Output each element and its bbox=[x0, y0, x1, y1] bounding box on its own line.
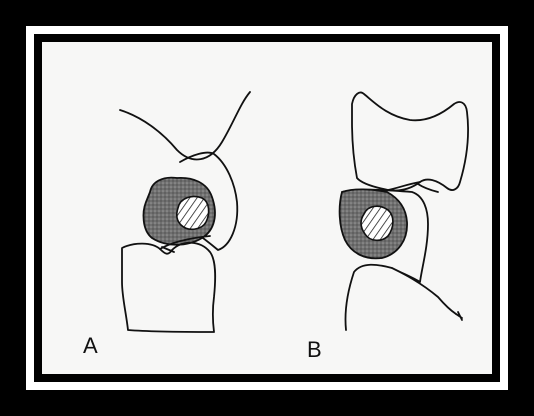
panel-a-drawing bbox=[120, 92, 250, 332]
panel-a-lower-tooth bbox=[122, 243, 215, 332]
panel-b-label: B bbox=[307, 339, 322, 361]
figure-canvas: A B bbox=[42, 42, 492, 374]
panel-a-hatched-core bbox=[177, 196, 209, 229]
panel-b-root bbox=[392, 268, 456, 314]
panel-b-drawing bbox=[340, 92, 468, 330]
panel-a-upper-tooth bbox=[120, 92, 250, 159]
diagram-svg bbox=[42, 42, 492, 374]
panel-b-upper-tooth bbox=[352, 92, 468, 190]
panel-b-hatched-core bbox=[361, 206, 393, 240]
panel-b-wire bbox=[456, 312, 462, 320]
panel-a-label: A bbox=[83, 335, 98, 357]
